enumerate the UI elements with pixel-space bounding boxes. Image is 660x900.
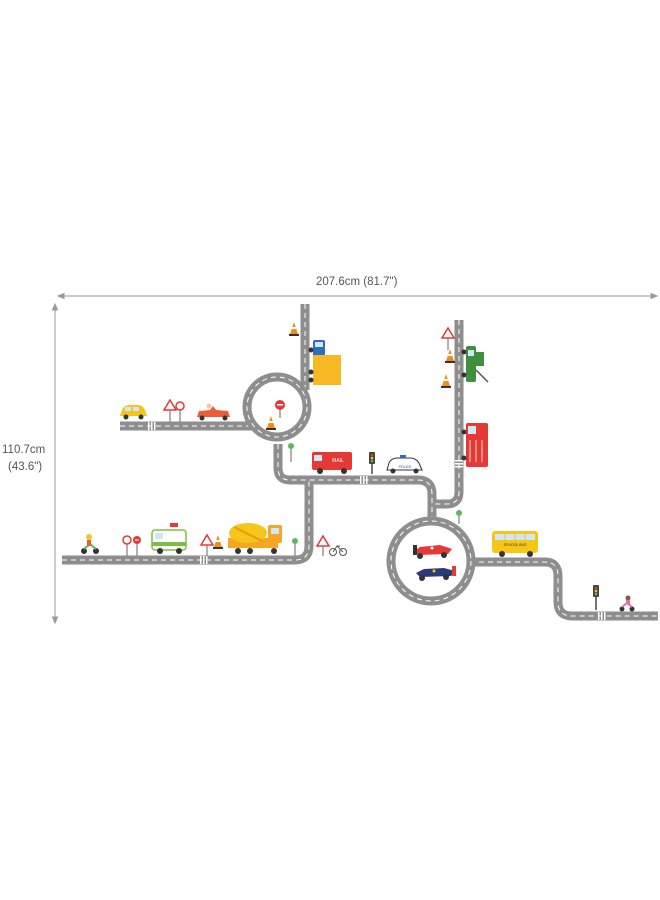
width-dimension-line <box>56 292 659 300</box>
mail-van-label: MAIL <box>332 458 344 464</box>
school-bus: SCHOOL BUS <box>492 531 538 557</box>
tree-icon <box>288 443 294 462</box>
stop-sign-icon <box>275 400 285 418</box>
crosswalks <box>148 422 606 620</box>
width-dimension-label: 207.6cm (81.7") <box>316 276 398 288</box>
delivery-truck <box>308 340 341 385</box>
speed-sign-icon <box>122 535 132 556</box>
road-roundabout-to-junction <box>273 444 437 520</box>
roundabout-bottom <box>386 516 476 606</box>
yellow-car <box>120 405 147 420</box>
traffic-light-icon <box>369 452 375 474</box>
road-network <box>62 304 658 621</box>
fire-truck <box>461 423 488 467</box>
warning-sign-icon <box>199 533 215 556</box>
ambulance <box>151 523 187 554</box>
tree-icon <box>456 510 462 524</box>
warning-sign-icon <box>315 534 331 556</box>
scooter-rider <box>619 595 635 612</box>
mail-van: MAIL <box>312 452 352 474</box>
road-right-vertical <box>432 320 464 509</box>
tree-icon <box>292 538 298 556</box>
motorbike-rider <box>81 534 99 554</box>
roundabout-top <box>242 372 312 442</box>
tow-truck <box>461 346 489 383</box>
traffic-cone-icon <box>266 416 276 430</box>
school-bus-label: SCHOOL BUS <box>504 543 527 547</box>
traffic-cone-icon <box>213 535 223 549</box>
no-entry-sign-icon <box>133 536 141 556</box>
race-car-blue <box>416 566 456 581</box>
cement-mixer-truck <box>228 523 282 554</box>
height-dimension-label-cm: 110.7cm <box>2 444 46 456</box>
height-dimension-line <box>51 302 59 625</box>
race-car-red <box>413 545 452 559</box>
police-car: POLICE <box>386 455 423 474</box>
traffic-cone-icon <box>445 349 455 363</box>
warning-sign-icon <box>440 326 456 350</box>
bicycle-icon <box>329 545 347 556</box>
convertible-car <box>197 403 230 421</box>
traffic-light-icon <box>593 585 599 610</box>
warning-sign-icon <box>162 398 178 422</box>
police-car-label: POLICE <box>399 465 413 469</box>
height-dimension-label-in: (43.6") <box>8 461 43 473</box>
traffic-cone-icon <box>441 374 451 388</box>
traffic-cone-icon <box>289 322 299 336</box>
no-entry-sign-icon <box>175 401 185 422</box>
